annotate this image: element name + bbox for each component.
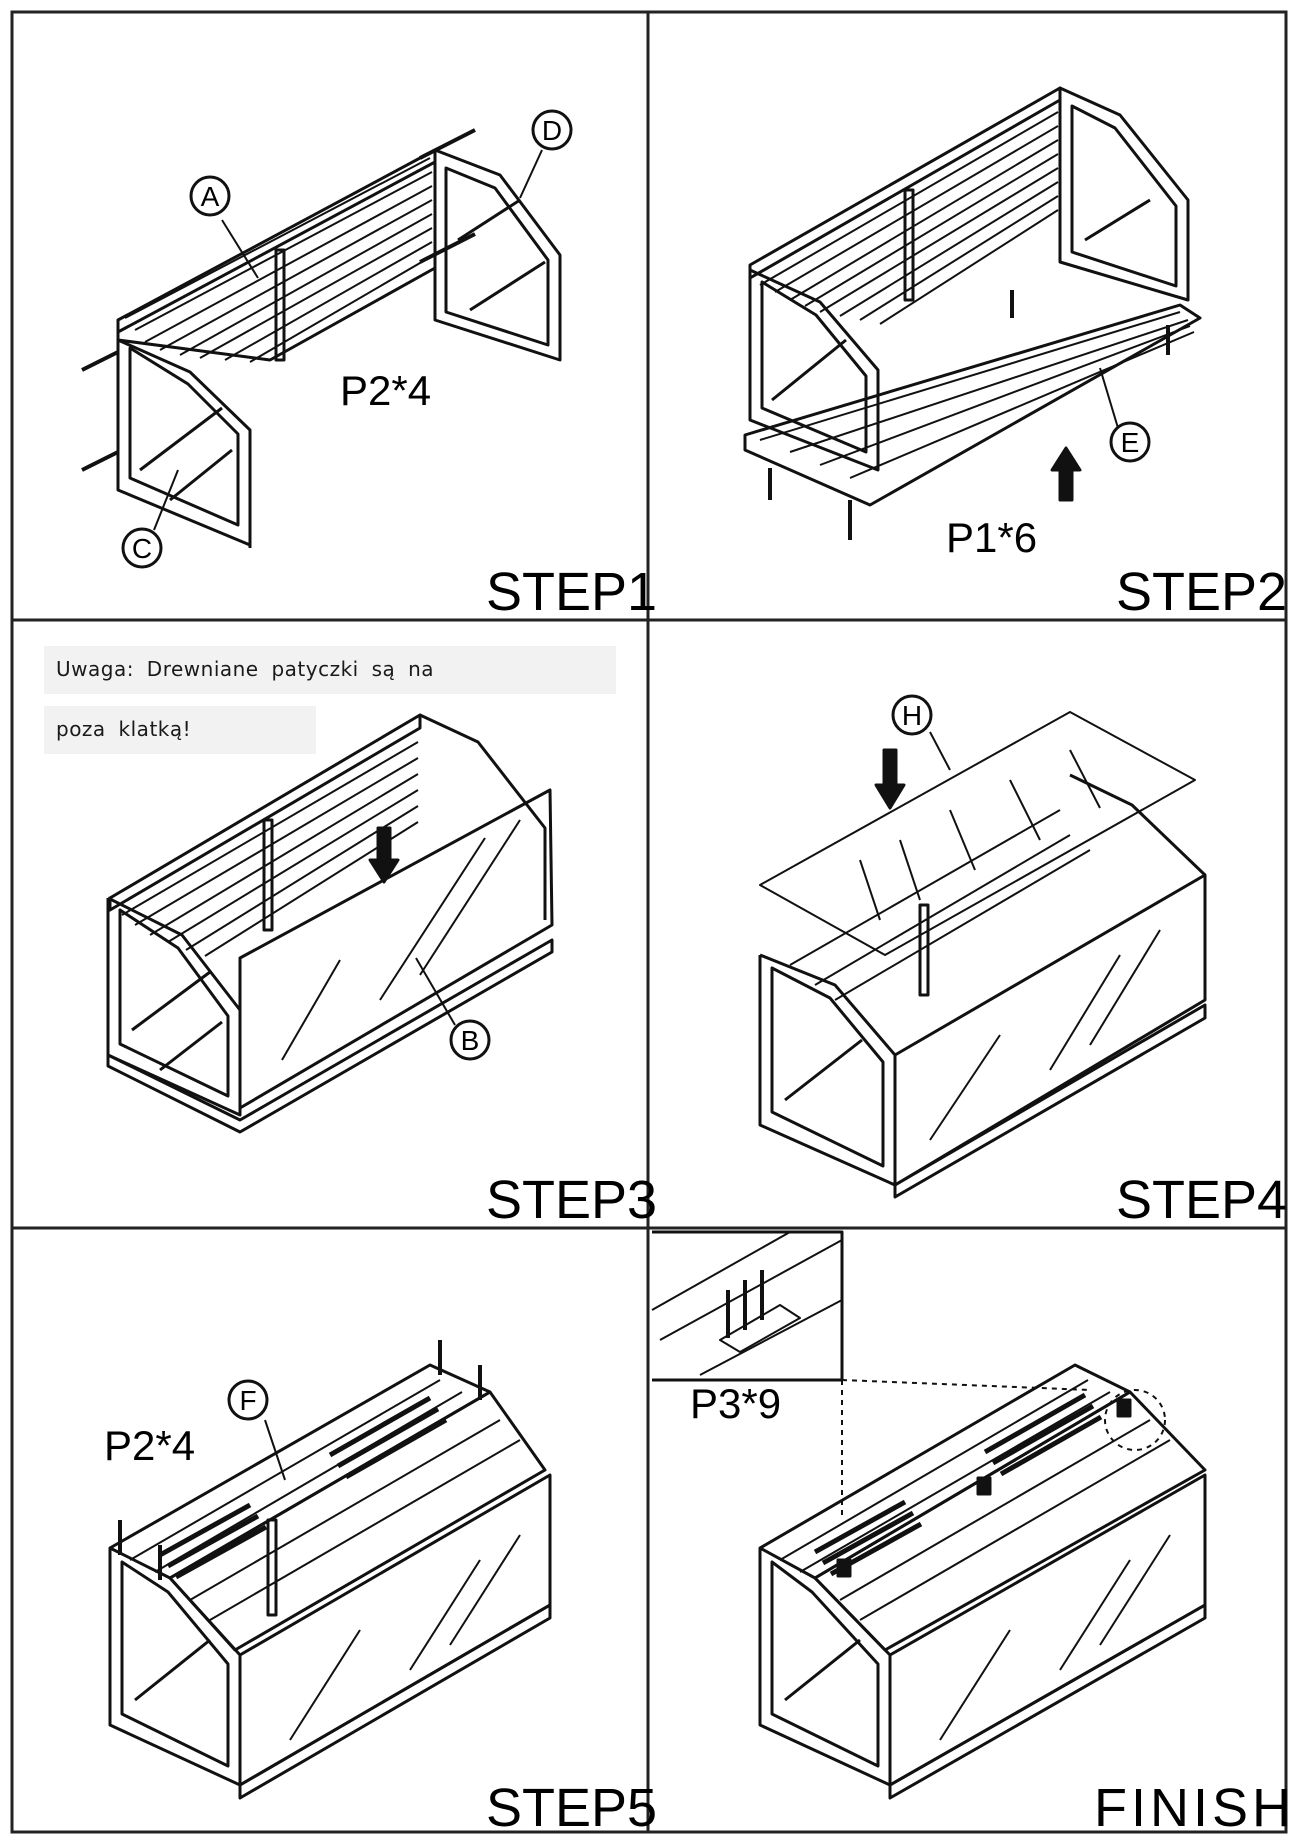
step1-label-c: C — [132, 533, 152, 564]
step5-label: STEP5 — [486, 1778, 657, 1838]
step1-illustration — [81, 109, 573, 569]
step2-label-e: E — [1121, 427, 1140, 458]
step4-illustration — [758, 694, 1207, 1199]
step4-label: STEP4 — [1116, 1170, 1287, 1230]
panel-grid — [10, 10, 1288, 1834]
step1-part-code: P2*4 — [340, 367, 431, 414]
step3-label-b: B — [461, 1025, 480, 1056]
finish-label: FINISH — [1094, 1778, 1295, 1838]
step3-label: STEP3 — [486, 1170, 657, 1230]
finish-part-code: P3*9 — [690, 1380, 781, 1427]
step2-illustration — [743, 86, 1202, 540]
step1-label: STEP1 — [486, 562, 657, 622]
step1-label-d: D — [542, 115, 562, 146]
step5-illustration — [108, 1340, 552, 1800]
step4-label-h: H — [902, 700, 922, 731]
step3-illustration — [106, 713, 554, 1134]
step2-label: STEP2 — [1116, 562, 1287, 622]
step2-part-code: P1*6 — [946, 514, 1037, 561]
step5-part-code: P2*4 — [104, 1422, 195, 1469]
step1-label-a: A — [201, 181, 220, 212]
step5-label-f: F — [239, 1385, 256, 1416]
finish-illustration — [651, 1230, 1207, 1800]
